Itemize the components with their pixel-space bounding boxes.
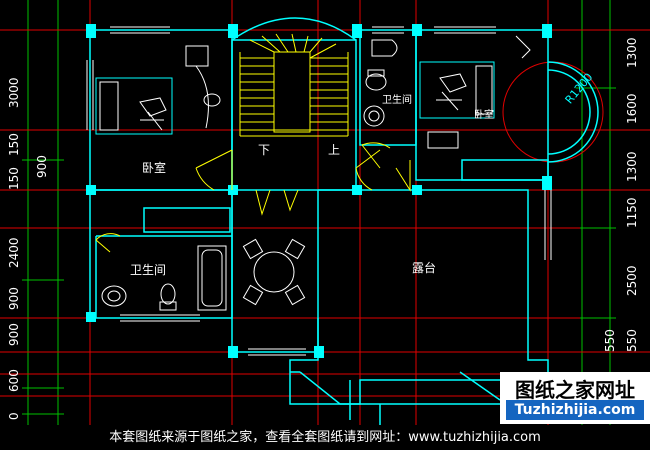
walls xyxy=(89,17,599,425)
bathroom-bottom-label: 卫生间 xyxy=(130,263,166,277)
staircase xyxy=(239,33,349,137)
dimensions-right: 1300 1600 1300 1150 2500 550 550 xyxy=(603,37,639,352)
dim-right-label: 1300 xyxy=(625,37,639,68)
columns xyxy=(86,24,552,358)
dim-right-label: 1300 xyxy=(625,151,639,182)
doors xyxy=(95,142,411,253)
stair-down-label: 下 xyxy=(258,143,270,157)
bathroom-top-label: 卫生间 xyxy=(382,93,412,106)
dim-left-label: 150 xyxy=(7,133,21,156)
terrace-label: 露台 xyxy=(412,260,436,275)
dim-left-label: 150 xyxy=(7,167,21,190)
axis-lines xyxy=(0,0,650,425)
dim-left-label: 900 xyxy=(7,287,21,310)
dim-right-label: 550 xyxy=(603,329,617,352)
logo-chinese-text: 图纸之家网址 xyxy=(515,378,635,402)
dim-left-label: 3000 xyxy=(7,77,21,108)
bedroom-right-label: 卧室 xyxy=(474,108,494,121)
watermark-footer: 本套图纸来源于图纸之家，查看全套图纸请到网址：www.tuzhizhijia.c… xyxy=(0,426,650,450)
dim-left-label: 0 xyxy=(7,412,21,420)
windows xyxy=(86,26,552,356)
dim-left-label: 900 xyxy=(35,155,49,178)
radius-label: R1200 xyxy=(563,71,596,107)
dim-left-label: 2400 xyxy=(7,237,21,268)
dim-right-label: 1150 xyxy=(625,197,639,228)
footer-text: 本套图纸来源于图纸之家，查看全套图纸请到网址：www.tuzhizhijia.c… xyxy=(109,430,541,445)
dim-right-label: 550 xyxy=(625,329,639,352)
dimension-lines xyxy=(22,0,616,425)
bedroom-left-label: 卧室 xyxy=(142,160,166,175)
logo-domain-text: Tuzhizhijia.com xyxy=(506,400,644,420)
dim-left-label: 600 xyxy=(7,369,21,392)
site-logo[interactable]: 图纸之家网址 Tuzhizhijia.com xyxy=(500,372,650,424)
dim-right-label: 2500 xyxy=(625,265,639,296)
dim-right-label: 1600 xyxy=(625,93,639,124)
stair-up-label: 上 xyxy=(328,143,340,157)
dim-left-label: 900 xyxy=(7,323,21,346)
furniture xyxy=(95,35,531,311)
dimensions-left: 3000 150 900 150 2400 900 900 600 0 xyxy=(7,77,49,420)
